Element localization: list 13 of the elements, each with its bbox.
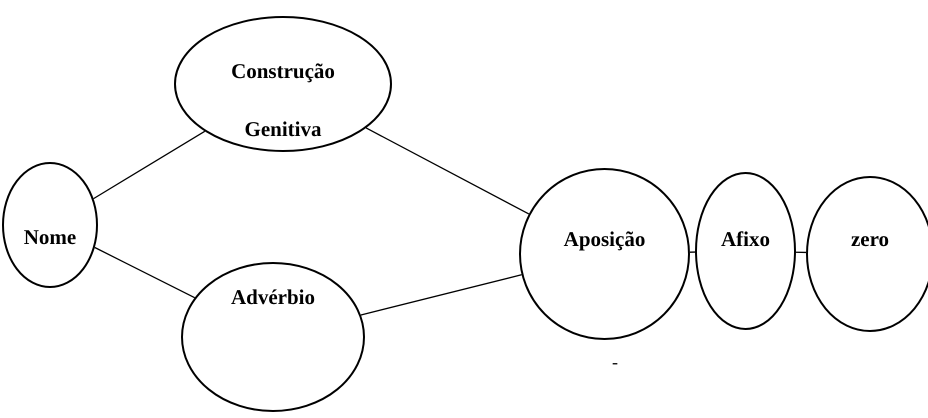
- node-label: Construção Genitiva: [230, 58, 336, 143]
- node-label: Advérbio: [230, 284, 316, 311]
- node-label: Nome: [22, 224, 78, 251]
- note-text: -: [612, 352, 618, 373]
- connector-line: [796, 252, 806, 254]
- node-label: Aposição: [562, 226, 646, 253]
- connector-line: [366, 127, 530, 215]
- connector-line: [690, 251, 696, 253]
- connector-line: [94, 246, 195, 298]
- connector-line: [360, 274, 522, 316]
- node-label: zero: [850, 226, 890, 253]
- node-label: Afixo: [720, 226, 771, 253]
- connector-line: [93, 130, 206, 200]
